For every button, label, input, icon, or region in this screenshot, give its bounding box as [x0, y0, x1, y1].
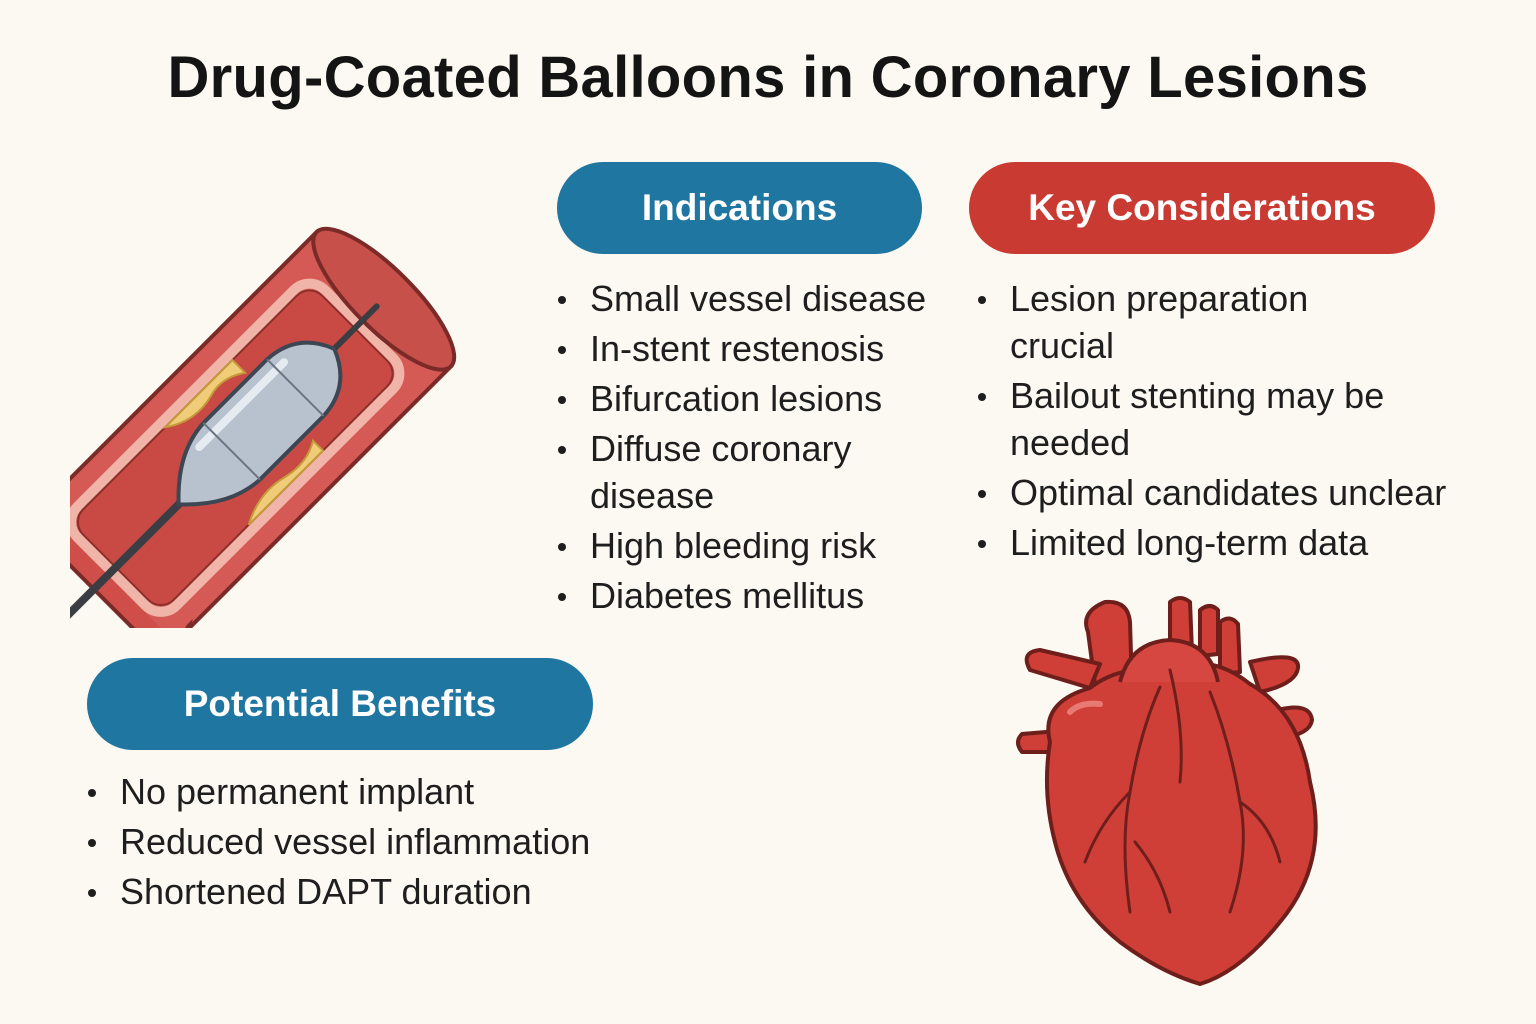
- list-item: Small vessel disease: [558, 275, 948, 322]
- list-item: Shortened DAPT duration: [88, 868, 648, 915]
- list-item: Bifurcation lesions: [558, 375, 948, 422]
- heart-illustration: [1016, 596, 1318, 986]
- list-item: High bleeding risk: [558, 522, 948, 569]
- list-item: In-stent restenosis: [558, 325, 948, 372]
- benefits-heading: Potential Benefits: [183, 683, 497, 724]
- list-item: Limited long-term data: [978, 519, 1508, 566]
- indications-heading: Indications: [641, 187, 838, 228]
- list-item: Bailout stenting may be needed: [978, 372, 1440, 466]
- list-item: Reduced vessel inflammation: [88, 818, 648, 865]
- benefits-header: Potential Benefits: [87, 658, 593, 750]
- list-item: Diabetes mellitus: [558, 572, 948, 619]
- indications-list: Small vessel disease In-stent restenosis…: [558, 275, 948, 622]
- indications-header: Indications: [557, 162, 922, 254]
- considerations-header: Key Considerations: [969, 162, 1435, 254]
- considerations-list: Lesion preparation crucial Bailout stent…: [978, 275, 1508, 569]
- list-item: Optimal candidates unclear: [978, 469, 1508, 516]
- list-item: Lesion preparation crucial: [978, 275, 1370, 369]
- list-item: No permanent implant: [88, 768, 648, 815]
- vessel-balloon-illustration: [70, 226, 457, 628]
- page-title: Drug-Coated Balloons in Coronary Lesions: [167, 45, 1369, 110]
- considerations-heading: Key Considerations: [1028, 187, 1376, 228]
- benefits-list: No permanent implant Reduced vessel infl…: [88, 768, 648, 918]
- list-item: Diffuse coronary disease: [558, 425, 948, 519]
